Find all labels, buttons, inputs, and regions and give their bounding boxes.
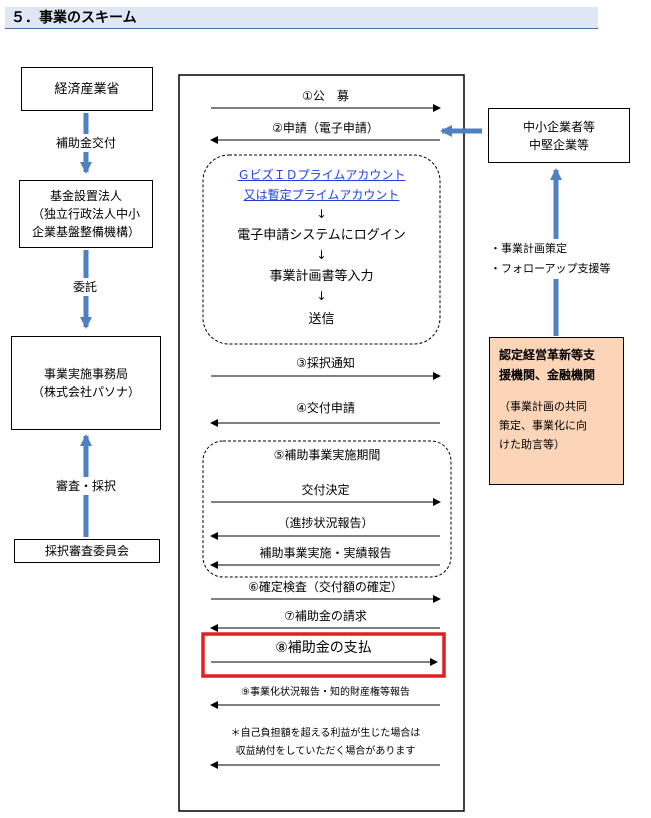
- step8-highlight: [201, 632, 446, 678]
- label-review-select: 審査・採択: [36, 477, 136, 495]
- step6-label: ⑥確定検査（交付額の確定）: [248, 580, 403, 594]
- ministry-box: 経済産業省: [21, 67, 153, 111]
- bullet-follow-up: ・フォローアップ支援等: [490, 262, 611, 275]
- down-arrow-2: ↓: [316, 248, 327, 262]
- implementation-report-label: 補助事業実施・実績報告: [259, 546, 392, 560]
- step2-label: ②申請（電子申請）: [272, 121, 379, 135]
- office-box: 事業実施事務局 （株式会社パソナ）: [11, 336, 161, 430]
- office-line-2: （株式会社パソナ）: [31, 385, 140, 399]
- smes-line-2: 中堅企業等: [528, 137, 589, 152]
- step4-label: ④交付申請: [296, 401, 355, 415]
- label-subsidy-grant: 補助金交付: [36, 134, 136, 152]
- section-title: ５．事業のスキーム: [11, 10, 137, 26]
- process-login: 電子申請システムにログイン: [237, 228, 406, 243]
- section-header: ５．事業のスキーム: [5, 7, 598, 29]
- step7-label: ⑦補助金の請求: [284, 609, 367, 623]
- committee-box: 採択審査委員会: [14, 539, 160, 563]
- support-desc-line-3: けた助言等）: [499, 438, 565, 451]
- support-desc-line-2: 策定、事業化に向: [499, 419, 587, 432]
- note-line-2: 収益納付をしていただく場合があります: [235, 746, 416, 757]
- support-bullets: ・事業計画策定 ・フォローアップ支援等: [490, 239, 640, 279]
- fund-line-2: （独立行政法人中小: [31, 207, 140, 221]
- fund-line-3: 企業基盤整備機構）: [31, 225, 140, 239]
- step3-label: ③採択通知: [296, 356, 355, 370]
- step5-label: ⑤補助事業実施期間: [273, 448, 381, 462]
- smes-line-1: 中小企業者等: [522, 119, 595, 134]
- step9-label: ⑨事業化状況報告・知的財産権等報告: [241, 687, 410, 698]
- center-frame: [178, 74, 465, 812]
- provisional-prime-account-link[interactable]: 又は暫定プライムアカウント: [243, 188, 400, 202]
- fund-box: 基金設置法人 （独立行政法人中小 企業基盤整備機構）: [19, 180, 153, 248]
- fund-line-1: 基金設置法人: [49, 189, 122, 203]
- note-line-1: ＊自己負担額を超える利益が生じた場合は: [230, 728, 421, 739]
- grant-decision-label: 交付決定: [301, 483, 350, 497]
- process-dashed-box: [202, 154, 441, 345]
- process-input: 事業計画書等入力: [269, 269, 374, 284]
- support-desc-line-1: （事業計画の共同: [499, 400, 587, 413]
- smes-box: 中小企業者等 中堅企業等: [488, 108, 630, 163]
- period-dashed-box: [202, 440, 452, 578]
- committee-label: 採択審査委員会: [44, 544, 129, 558]
- bullet-business-plan: ・事業計画策定: [490, 242, 567, 255]
- step1-label: ①公 募: [302, 89, 349, 103]
- ministry-label: 経済産業省: [54, 81, 120, 97]
- support-title-line-1: 認定経営革新等支: [499, 348, 596, 362]
- gbiz-prime-account-link[interactable]: ＧビズＩＤプライムアカウント: [237, 168, 406, 182]
- support-title-line-2: 援機関、金融機関: [499, 368, 596, 382]
- step8-label: ⑧補助金の支払: [275, 640, 372, 656]
- progress-report-label: （進捗状況報告）: [277, 516, 374, 530]
- process-send: 送信: [308, 312, 335, 327]
- label-entrust: 委託: [60, 278, 110, 296]
- down-arrow-1: ↓: [316, 207, 327, 221]
- down-arrow-3: ↓: [316, 289, 327, 303]
- support-org-box: 認定経営革新等支 援機関、金融機関 （事業計画の共同 策定、事業化に向 けた助言…: [489, 337, 624, 485]
- office-line-1: 事業実施事務局: [43, 367, 128, 381]
